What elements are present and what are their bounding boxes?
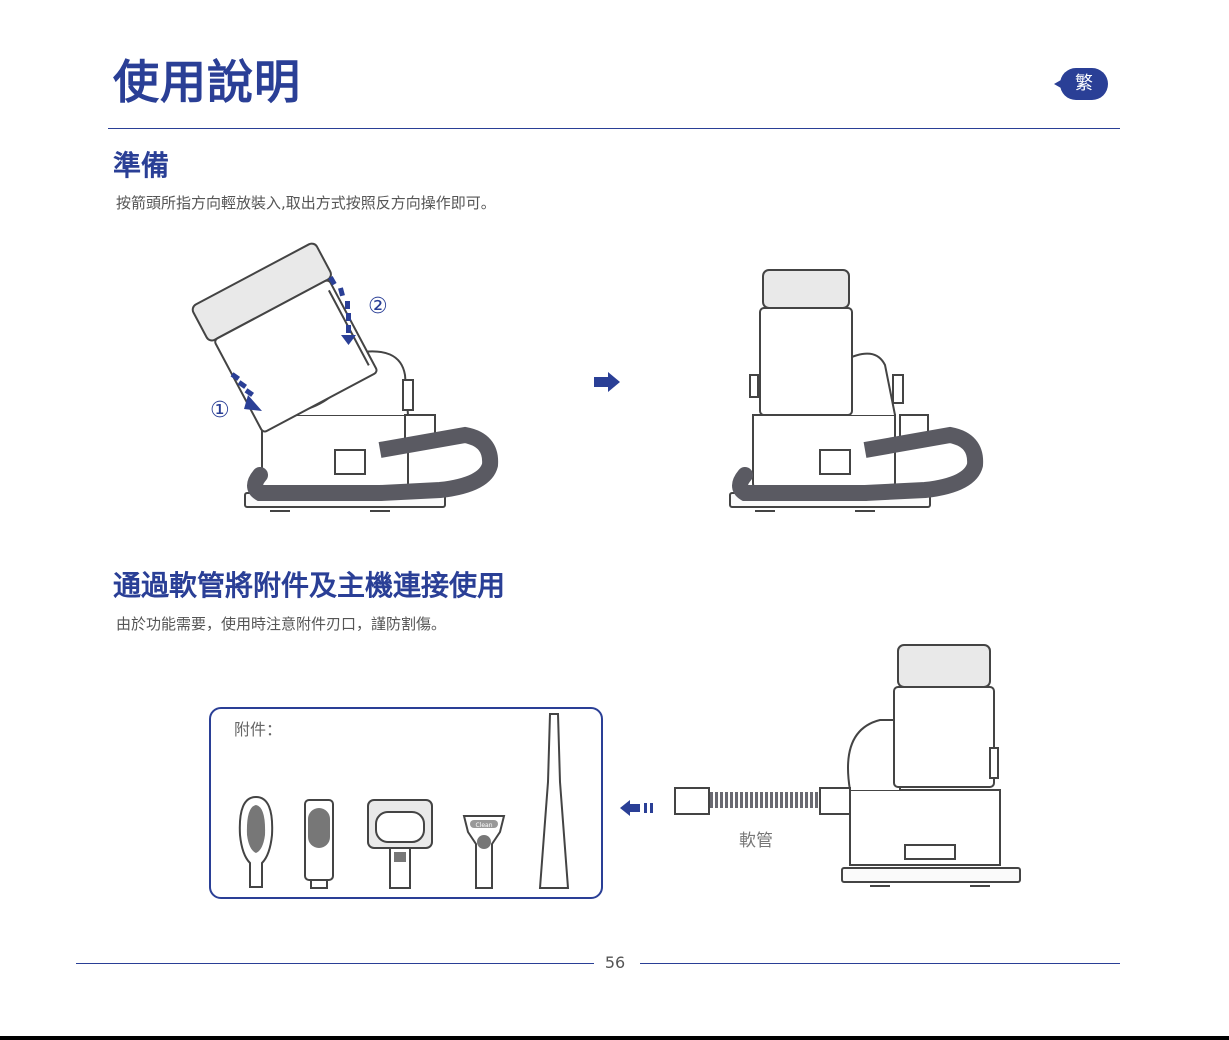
device-assembled-illustration [725, 265, 995, 525]
left-arrow-icon [620, 800, 656, 816]
language-badge[interactable]: 繁 [1060, 68, 1108, 100]
hose-label: 軟管 [739, 826, 773, 851]
accessory-slim-tool-icon [302, 798, 336, 890]
header-divider [108, 128, 1120, 129]
device-insert-illustration: ① ② [200, 235, 510, 525]
accessory-brush-head-icon [366, 798, 434, 890]
accessory-crevice-tool-icon [538, 712, 570, 890]
clean-tool-marking: Clean [475, 822, 492, 829]
page-title: 使用說明 [113, 52, 301, 112]
section-description-connect: 由於功能需要，使用時注意附件刃口，謹防割傷。 [116, 614, 446, 634]
page-number: 56 [600, 953, 630, 972]
device-hose-illustration [670, 640, 1030, 890]
right-arrow-icon [594, 372, 622, 392]
accessories-label: 附件： [234, 716, 282, 740]
accessory-clean-tool-icon: Clean [462, 814, 506, 890]
section-heading-connect: 通過軟管將附件及主機連接使用 [113, 568, 505, 604]
accessory-wide-nozzle-icon [236, 795, 276, 890]
section-heading-prepare: 準備 [113, 148, 169, 184]
step-marker-1: ① [210, 398, 230, 423]
footer-divider-right [640, 963, 1120, 964]
section-description-prepare: 按箭頭所指方向輕放裝入,取出方式按照反方向操作即可。 [116, 193, 496, 213]
footer-divider-left [76, 963, 594, 964]
bottom-edge-bar [0, 1036, 1229, 1040]
step-marker-2: ② [368, 294, 388, 319]
